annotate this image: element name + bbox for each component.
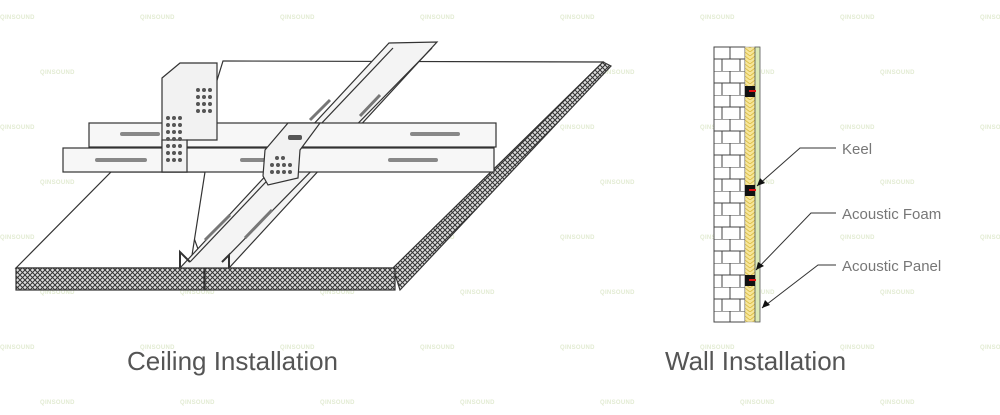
right-board-side — [392, 61, 612, 292]
watermark: QINSOUND — [880, 290, 915, 296]
watermark: QINSOUND — [40, 290, 75, 296]
watermark: QINSOUND — [600, 180, 635, 186]
watermark: QINSOUND — [320, 400, 355, 406]
watermark: QINSOUND — [880, 180, 915, 186]
watermark: QINSOUND — [840, 345, 875, 351]
watermark: QINSOUND — [840, 235, 875, 241]
watermark: QINSOUND — [980, 15, 1000, 21]
watermark: QINSOUND — [700, 15, 735, 21]
watermark: QINSOUND — [560, 15, 595, 21]
wall-drawing — [713, 46, 836, 323]
keel-blocks — [745, 86, 756, 286]
watermark: QINSOUND — [180, 400, 215, 406]
watermark: QINSOUND — [980, 125, 1000, 131]
watermark: QINSOUND — [840, 125, 875, 131]
watermark: QINSOUND — [40, 400, 75, 406]
watermark: QINSOUND — [0, 125, 35, 131]
right-board-edge — [204, 267, 396, 291]
watermark: QINSOUND — [280, 345, 315, 351]
watermark: QINSOUND — [700, 345, 735, 351]
keel-label: Keel — [842, 141, 873, 158]
watermark: QINSOUND — [880, 400, 915, 406]
watermark: QINSOUND — [560, 345, 595, 351]
watermark: QINSOUND — [600, 400, 635, 406]
ceiling-installation-title: Ceiling Installation — [127, 346, 339, 376]
watermark: QINSOUND — [560, 235, 595, 241]
watermark: QINSOUND — [460, 400, 495, 406]
watermark: QINSOUND — [0, 235, 35, 241]
watermark: QINSOUND — [40, 180, 75, 186]
watermark: QINSOUND — [880, 70, 915, 76]
watermark: QINSOUND — [980, 235, 1000, 241]
left-board-edge — [15, 267, 205, 291]
watermark: QINSOUND — [280, 15, 315, 21]
watermark: QINSOUND — [140, 345, 175, 351]
watermark: QINSOUND — [460, 290, 495, 296]
ceiling-drawing — [14, 41, 612, 292]
cross-clip — [262, 122, 322, 186]
watermark: QINSOUND — [420, 15, 455, 21]
watermark: QINSOUND — [600, 290, 635, 296]
acoustic-panel-label: Acoustic Panel — [842, 258, 942, 275]
watermark: QINSOUND — [740, 400, 775, 406]
watermark: QINSOUND — [0, 345, 35, 351]
brick-wall — [713, 46, 746, 323]
watermark: QINSOUND — [40, 70, 75, 76]
watermark: QINSOUND — [420, 345, 455, 351]
left-board-top — [14, 171, 206, 269]
watermark: QINSOUND — [140, 15, 175, 21]
acoustic-foam-label: Acoustic Foam — [842, 206, 942, 223]
wall-installation-title: Wall Installation — [665, 346, 847, 376]
watermark: QINSOUND — [560, 125, 595, 131]
leader-lines — [755, 147, 836, 309]
watermark: QINSOUND — [840, 15, 875, 21]
watermark: QINSOUND — [0, 15, 35, 21]
watermark: QINSOUND — [320, 290, 355, 296]
watermark: QINSOUND — [980, 345, 1000, 351]
watermark: QINSOUND — [600, 70, 635, 76]
watermark: QINSOUND — [180, 290, 215, 296]
